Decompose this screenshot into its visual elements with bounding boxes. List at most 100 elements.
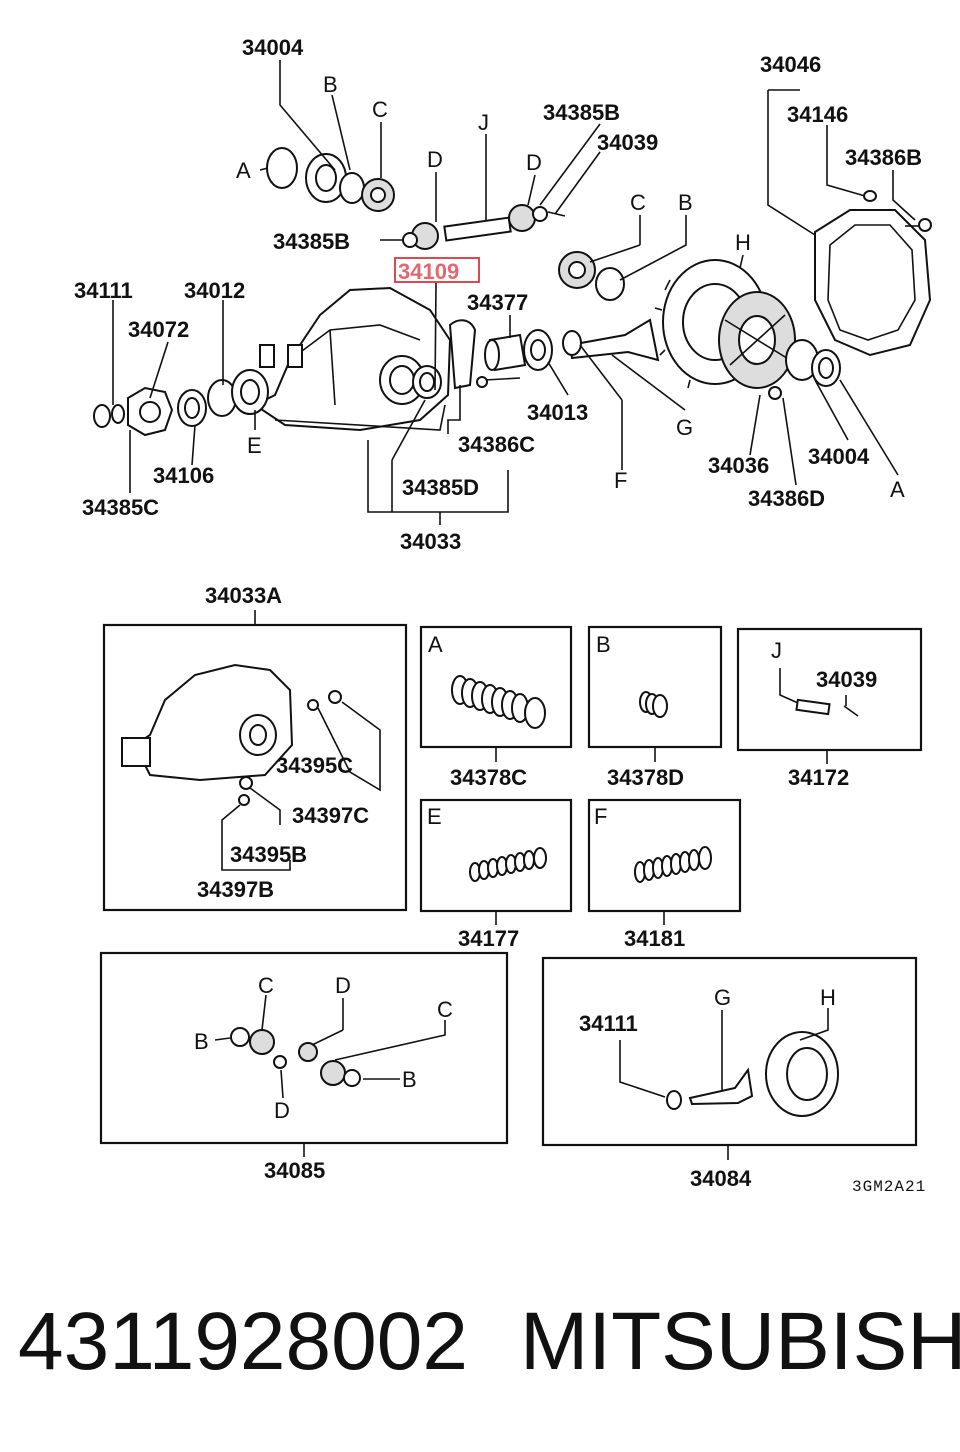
label-34012: 34012: [184, 278, 245, 303]
svg-text:34177: 34177: [458, 926, 519, 951]
svg-text:34039: 34039: [816, 667, 877, 692]
leader-lines: [112, 60, 916, 525]
kit-34172: J 34039 34172: [736, 627, 923, 790]
svg-text:J: J: [478, 110, 489, 135]
label-34386c: 34386C: [458, 432, 535, 457]
box-e[interactable]: [419, 798, 573, 913]
svg-text:C: C: [258, 973, 274, 998]
svg-text:34012: 34012: [184, 278, 245, 303]
letter-c-2: C: [630, 190, 646, 215]
label-34072: 34072: [128, 317, 189, 342]
label-34109-highlighted[interactable]: 34109: [398, 259, 459, 284]
k85-letter-d-2: D: [274, 1098, 290, 1123]
exploded-view: 34004 B C A D J 34385B 34039 D 34385B 34…: [74, 35, 932, 554]
label-34004-right: 34004: [808, 444, 870, 469]
svg-text:F: F: [614, 468, 627, 493]
svg-text:C: C: [437, 997, 453, 1022]
box-f[interactable]: [587, 798, 742, 913]
k84-letter-g: G: [714, 985, 731, 1010]
svg-text:G: G: [714, 985, 731, 1010]
spacer-34377[interactable]: [484, 333, 527, 372]
label-34385d: 34385D: [402, 475, 479, 500]
svg-text:B: B: [323, 72, 338, 97]
label-34106: 34106: [153, 463, 214, 488]
k85-letter-b-2: B: [402, 1067, 417, 1092]
label-34377: 34377: [467, 290, 528, 315]
svg-text:34172: 34172: [788, 765, 849, 790]
box-b-letter: B: [596, 632, 611, 657]
svg-text:34377: 34377: [467, 290, 528, 315]
kit-34033a: 34033A 34395C 34397C 34395B 34397B: [102, 583, 408, 912]
label-34111: 34111: [74, 278, 133, 303]
label-34378c: 34378C: [450, 765, 527, 790]
box-34084[interactable]: [541, 956, 918, 1147]
svg-text:F: F: [594, 804, 607, 829]
svg-text:34072: 34072: [128, 317, 189, 342]
svg-text:G: G: [676, 415, 693, 440]
companion-flange-34072[interactable]: [93, 386, 174, 437]
label-34085: 34085: [264, 1158, 325, 1183]
label-34386d: 34386D: [748, 486, 825, 511]
shim-stack-e: [469, 847, 547, 882]
label-34395b: 34395B: [230, 842, 307, 867]
k85-letter-c: C: [258, 973, 274, 998]
box-34033a[interactable]: [102, 623, 408, 912]
svg-text:34397C: 34397C: [292, 803, 369, 828]
label-34385b-left: 34385B: [273, 229, 350, 254]
label-34397b: 34397B: [197, 877, 274, 902]
svg-text:34386C: 34386C: [458, 432, 535, 457]
k84-letter-h: H: [820, 985, 836, 1010]
svg-text:34039: 34039: [597, 130, 658, 155]
svg-text:34004: 34004: [808, 444, 870, 469]
label-34177: 34177: [458, 926, 519, 951]
k85-letter-b: B: [194, 1029, 209, 1054]
svg-text:C: C: [630, 190, 646, 215]
letter-e: E: [247, 433, 262, 458]
svg-text:3GM2A21: 3GM2A21: [852, 1178, 926, 1196]
svg-text:J: J: [771, 638, 782, 663]
letter-a: A: [236, 158, 251, 183]
letter-g: G: [676, 415, 693, 440]
svg-text:34146: 34146: [787, 102, 848, 127]
label-34395c: 34395C: [276, 753, 353, 778]
svg-text:E: E: [427, 804, 442, 829]
pinion-shaft-j[interactable]: [402, 204, 566, 250]
rear-cover-34046[interactable]: [814, 190, 932, 357]
bearing-34012[interactable]: [207, 369, 269, 417]
letter-d: D: [427, 147, 443, 172]
label-34013: 34013: [527, 400, 588, 425]
svg-text:A: A: [890, 477, 905, 502]
svg-text:34385C: 34385C: [82, 495, 159, 520]
box-a[interactable]: [419, 625, 573, 749]
kit-34085: C D C B B D 34085: [99, 951, 509, 1183]
k85-letter-c-2: C: [437, 997, 453, 1022]
drive-pinion-g[interactable]: [562, 318, 660, 362]
highlight-box-34109: [394, 257, 480, 283]
svg-text:34084: 34084: [690, 1166, 752, 1191]
svg-text:34109: 34109: [398, 259, 459, 284]
svg-text:B: B: [678, 190, 693, 215]
svg-text:H: H: [820, 985, 836, 1010]
svg-text:E: E: [247, 433, 262, 458]
bolt-34386c[interactable]: [448, 319, 521, 390]
svg-text:34397B: 34397B: [197, 877, 274, 902]
oil-seal-34106[interactable]: [177, 389, 207, 427]
label-34033: 34033: [400, 529, 461, 554]
svg-text:A: A: [236, 158, 251, 183]
svg-text:34378D: 34378D: [607, 765, 684, 790]
bearing-34004-top[interactable]: [266, 147, 395, 212]
differential-case-34036[interactable]: [718, 291, 841, 400]
bearing-34013[interactable]: [523, 329, 553, 371]
label-34046: 34046: [760, 52, 821, 77]
box-j[interactable]: [736, 627, 923, 752]
seal-34109[interactable]: [412, 365, 442, 399]
brand-name: MITSUBISHI: [520, 1296, 960, 1387]
side-gear-c-b-right[interactable]: [558, 251, 625, 301]
label-34033a: 34033A: [205, 583, 282, 608]
letter-d-2: D: [526, 150, 542, 175]
svg-text:34378C: 34378C: [450, 765, 527, 790]
svg-text:B: B: [402, 1067, 417, 1092]
svg-text:34046: 34046: [760, 52, 821, 77]
label-34397c: 34397C: [292, 803, 369, 828]
carrier-housing[interactable]: [253, 286, 452, 432]
